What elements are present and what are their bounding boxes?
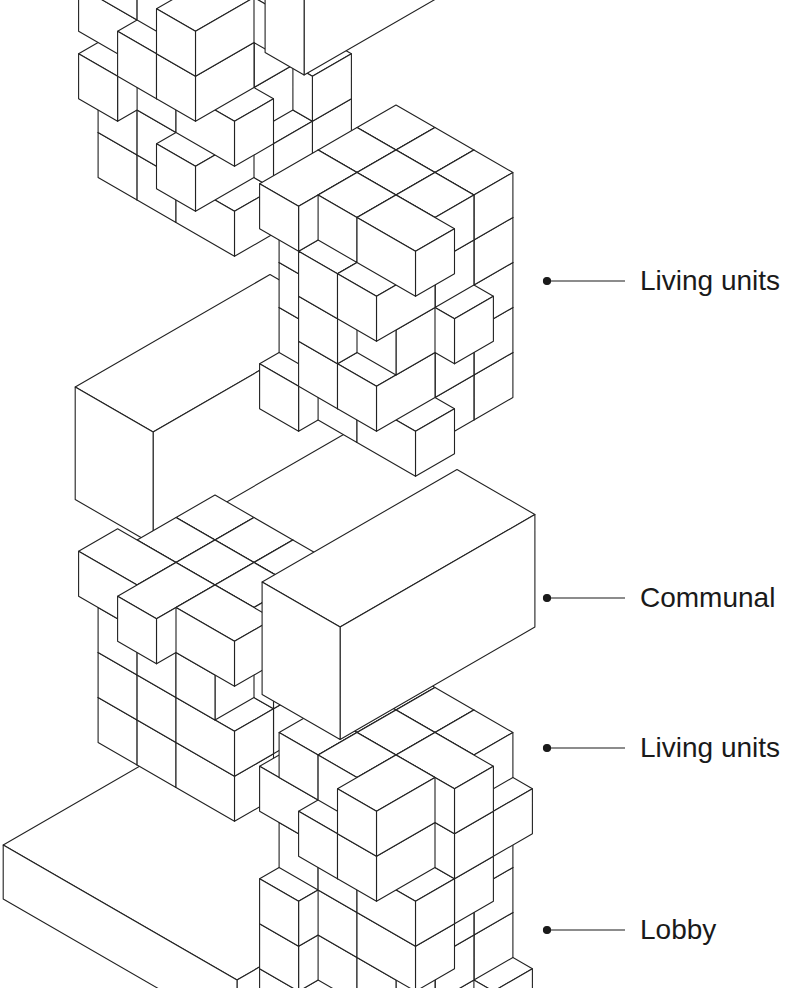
box-face (176, 608, 235, 687)
box-face (299, 811, 338, 879)
leader-lines (544, 278, 626, 934)
box-face (416, 409, 455, 477)
volume-box (157, 0, 255, 76)
box-face (157, 9, 196, 77)
leader-line (547, 747, 625, 748)
box-face (340, 515, 535, 740)
box-face (118, 31, 157, 99)
box-face (455, 296, 494, 364)
volume-box (176, 585, 274, 686)
box-face (3, 845, 237, 988)
box-face (260, 184, 299, 252)
box-face (493, 789, 532, 857)
leader-dot (544, 278, 551, 285)
volume-box (338, 755, 436, 856)
leader-line (547, 280, 625, 281)
box-face (493, 969, 532, 988)
box-face (262, 582, 340, 740)
box-face (157, 144, 196, 212)
box-face (318, 195, 357, 263)
leader-dot (544, 927, 551, 934)
box-face (75, 387, 153, 545)
box-face (474, 173, 513, 241)
box-face (338, 789, 377, 857)
box-face (79, 54, 118, 122)
box-face (279, 733, 318, 801)
box-face (235, 99, 274, 167)
part-label: Communal (638, 582, 777, 614)
leader-dot (544, 595, 551, 602)
box-face (338, 274, 377, 342)
box-face (260, 879, 299, 947)
box-face (338, 364, 377, 432)
part-label: Living units (638, 265, 782, 297)
box-face (377, 778, 436, 857)
box-face (304, 0, 499, 75)
box-face (455, 766, 494, 834)
leader-dot (544, 745, 551, 752)
massing-model (3, 0, 535, 988)
box-face (265, 0, 304, 75)
box-face (357, 218, 416, 297)
box-face (260, 364, 299, 432)
leader-line (547, 597, 625, 598)
box-face (196, 0, 255, 76)
part-label: Living units (638, 732, 782, 764)
volume-box (262, 470, 535, 740)
volume-box (265, 0, 499, 75)
box-face (98, 0, 137, 20)
leader-line (547, 929, 625, 930)
box-face (118, 596, 157, 664)
volume-box (357, 195, 455, 296)
box-face (299, 251, 338, 318)
part-label: Lobby (638, 914, 718, 946)
box-face (416, 879, 455, 947)
box-face (416, 229, 455, 296)
